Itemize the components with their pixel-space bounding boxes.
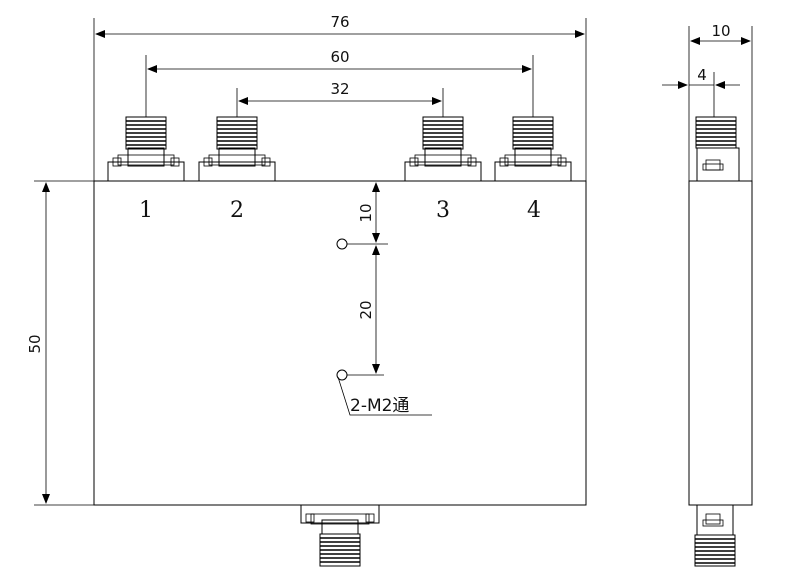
dim-hole-offset-top: 10: [347, 182, 388, 245]
hole-note-text: 2-M2通: [350, 396, 409, 416]
dim-side-thickness-text: 10: [711, 22, 730, 40]
port-label-3: 3: [436, 198, 450, 223]
connector-port-4: [494, 116, 572, 182]
connector-common-port: [300, 504, 380, 567]
side-connector-top: [695, 116, 740, 182]
dim-side-thickness: 10: [688, 22, 753, 181]
housing-front-view: [93, 180, 587, 506]
housing-side-view: [688, 180, 753, 506]
dim-inner-port-spacing-text: 32: [330, 80, 349, 98]
dim-side-connector-offset-text: 4: [697, 66, 707, 84]
dim-hole-spacing-text: 20: [357, 300, 375, 319]
dim-overall-width-text: 76: [330, 13, 349, 31]
dim-hole-spacing: 20: [347, 245, 384, 376]
hole-note: 2-M2通: [337, 376, 432, 416]
dim-hole-offset-top-text: 10: [357, 203, 375, 222]
dim-height: 50: [26, 180, 94, 506]
port-label-1: 1: [139, 198, 153, 223]
dim-side-connector-offset: 4: [662, 66, 740, 117]
connector-port-3: [404, 116, 482, 182]
mounting-hole-top: [336, 238, 348, 250]
side-connector-bottom: [694, 504, 736, 567]
port-label-2: 2: [230, 198, 244, 223]
dim-overall-width: 76: [93, 13, 587, 181]
dim-height-text: 50: [26, 334, 44, 353]
connector-port-1: [107, 116, 185, 182]
connector-port-2: [198, 116, 276, 182]
dim-outer-port-spacing-text: 60: [330, 48, 349, 66]
dim-outer-port-spacing: 60: [145, 48, 534, 117]
port-label-4: 4: [527, 198, 541, 223]
dim-inner-port-spacing: 32: [236, 80, 444, 117]
